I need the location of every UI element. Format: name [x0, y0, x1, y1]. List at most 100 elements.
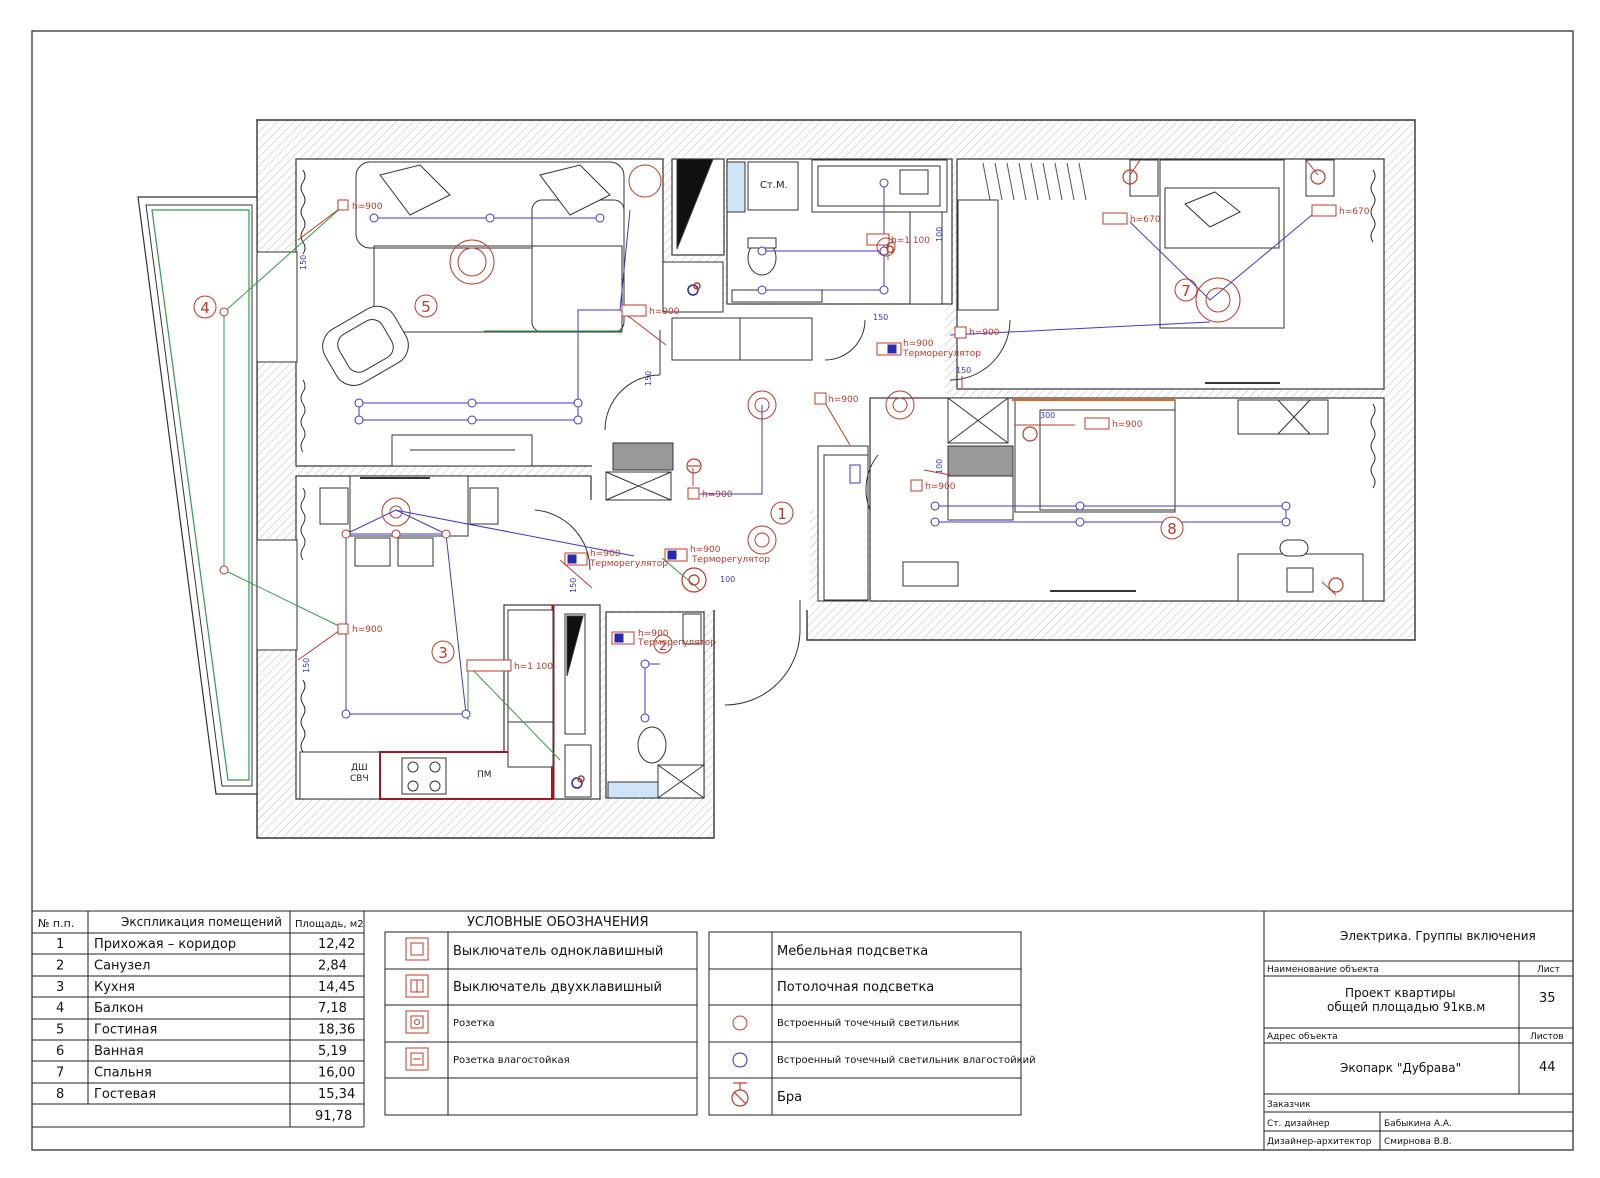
legend-label-socket-waterproof: Розетка влагостойкая	[453, 1055, 570, 1066]
label-h900: h=900	[702, 490, 733, 500]
label-thermostat: Терморегулятор	[691, 555, 770, 565]
rooms-table	[32, 911, 365, 1128]
dim-100: 100	[935, 227, 944, 242]
rooms-table-header-n: № п.п.	[38, 917, 74, 930]
legend-label-switch-single: Выключатель одноклавишный	[453, 944, 663, 959]
role-designer-architect: Дизайнер-архитектор	[1267, 1137, 1372, 1147]
room-row-name: Спальня	[94, 1065, 152, 1080]
room-row-area: 14,45	[318, 980, 355, 995]
room-row-name: Гостиная	[94, 1023, 157, 1038]
corridor-details	[605, 317, 869, 601]
person-senior-designer: Бабыкина А.А.	[1384, 1119, 1452, 1129]
dim-100: 100	[720, 575, 735, 584]
room-number-3: 3	[438, 644, 448, 662]
legend-left-grid	[384, 931, 698, 1116]
dim-150: 150	[956, 366, 971, 375]
label-h900: h=900	[828, 395, 859, 405]
switch-wiring	[223, 205, 889, 761]
object-label: Наименование объекта	[1267, 965, 1379, 975]
label-h900: h=900	[690, 545, 721, 555]
room-row-area: 7,18	[318, 1001, 347, 1016]
room-row-name: Балкон	[94, 1001, 144, 1016]
room-number-1: 1	[777, 505, 787, 523]
room-row-area: 5,19	[318, 1044, 347, 1059]
doors	[534, 319, 1011, 706]
room-number-8: 8	[1167, 520, 1177, 538]
dim-150: 150	[644, 371, 653, 386]
spotlights-red	[219, 307, 451, 575]
legend-label-switch-double: Выключатель двухклавишный	[453, 980, 662, 995]
spotlight-icon	[732, 1015, 748, 1031]
socket-icon	[405, 1010, 429, 1034]
socket-waterproof-icon	[405, 1047, 429, 1071]
label-microwave: СВЧ	[350, 774, 369, 784]
rooms-table-total: 91,78	[315, 1109, 352, 1124]
dim-150: 150	[302, 658, 311, 673]
room-number-2: 2	[659, 639, 667, 653]
label-dishmachine: ПМ	[477, 770, 492, 780]
balcony	[137, 196, 298, 795]
label-thermostat: Терморегулятор	[637, 638, 716, 648]
bathroom-furniture	[726, 159, 948, 305]
room-row-area: 18,36	[318, 1023, 355, 1038]
curtains	[300, 169, 1376, 753]
label-h1100: h=1 100	[514, 662, 553, 672]
sconce-icon	[731, 1082, 749, 1107]
dimension-labels: 150 150 150 150 150 150 100 100 100 300	[299, 227, 1055, 673]
room-row-name: Гостевая	[94, 1087, 156, 1102]
label-thermostat: Терморегулятор	[589, 559, 668, 569]
plan-labels: h=900 h=900 h=900 h=900 h=900 h=900 h=90…	[352, 202, 1370, 672]
sheet-title: Электрика. Группы включения	[1340, 929, 1536, 943]
switch-double-icon	[405, 974, 429, 998]
room-number-5: 5	[421, 298, 431, 316]
role-senior-designer: Ст. дизайнер	[1267, 1119, 1330, 1129]
sheet-number: 35	[1539, 991, 1556, 1006]
sheets-total: 44	[1539, 1060, 1556, 1075]
room-row-area: 16,00	[318, 1065, 355, 1080]
sconces	[681, 169, 1344, 593]
label-washing-machine: Ст.М.	[760, 180, 788, 191]
dim-150: 150	[873, 313, 888, 322]
room-row-number: 8	[56, 1087, 64, 1102]
room-row-area: 15,34	[318, 1087, 355, 1102]
room-number-6: 6	[885, 239, 895, 257]
room-row-number: 2	[56, 958, 64, 973]
address-value: Экопарк "Дубрава"	[1340, 1061, 1461, 1075]
room-row-name: Прихожая – коридор	[94, 937, 236, 952]
switch-single-icon	[405, 937, 429, 961]
legend-label-socket: Розетка	[453, 1018, 495, 1029]
label-thermostat: Терморегулятор	[902, 349, 981, 359]
dim-150: 150	[299, 255, 308, 270]
ceiling-fixtures	[381, 277, 1241, 555]
label-h900: h=900	[649, 307, 680, 317]
room-number-7: 7	[1181, 282, 1191, 300]
room-row-area: 12,42	[318, 937, 355, 952]
label-h900: h=900	[903, 339, 934, 349]
customer-label: Заказчик	[1267, 1100, 1311, 1110]
object-name-line-2: общей площадью 91кв.м	[1327, 1000, 1485, 1014]
living-room-furniture	[322, 158, 714, 467]
legend-labels: Выключатель одноклавишный Выключатель дв…	[453, 944, 1036, 1105]
room-row-name: Кухня	[94, 980, 135, 995]
dim-150: 150	[569, 578, 578, 593]
legend-label-furniture-light: Мебельная подсветка	[777, 944, 928, 959]
rooms-table-header-name: Экспликация помещений	[121, 915, 282, 929]
spotlight-waterproof-icon	[732, 1052, 748, 1068]
water-outlet-icons	[571, 282, 701, 789]
label-h670: h=670	[1339, 207, 1370, 217]
dim-100: 100	[935, 459, 944, 474]
label-h670: h=670	[1130, 215, 1161, 225]
sheets-label: Листов	[1530, 1032, 1564, 1042]
switches	[337, 199, 1337, 672]
spotlights-blue	[341, 178, 1291, 723]
legend-title: УСЛОВНЫЕ ОБОЗНАЧЕНИЯ	[467, 915, 649, 930]
legend-label-spotlight-waterproof: Встроенный точечный светильник влагостой…	[777, 1055, 1036, 1066]
kitchen-furniture	[299, 475, 592, 800]
room-row-number: 7	[56, 1065, 64, 1080]
object-name-line-1: Проект квартиры	[1345, 986, 1456, 1000]
sheet-label: Лист	[1537, 965, 1560, 975]
room-row-name: Ванная	[94, 1044, 144, 1059]
room-row-number: 4	[56, 1001, 64, 1016]
